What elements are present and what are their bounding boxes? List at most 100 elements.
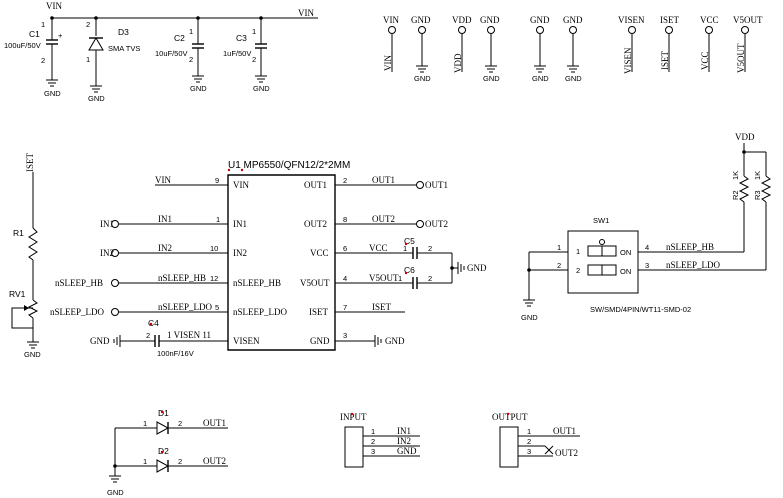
- svg-text:nSLEEP_HB: nSLEEP_HB: [666, 242, 714, 252]
- svg-text:nSLEEP_LDO: nSLEEP_LDO: [50, 307, 105, 317]
- svg-text:nSLEEP_HB: nSLEEP_HB: [233, 278, 281, 288]
- testpoint-gnd-2: GND GND: [480, 15, 500, 83]
- svg-text:IN2: IN2: [158, 243, 172, 253]
- vin-label-rail: VIN: [298, 8, 314, 18]
- svg-text:+: +: [58, 31, 63, 40]
- svg-text:OUT1: OUT1: [425, 180, 448, 190]
- svg-text:VISEN: VISEN: [233, 336, 260, 346]
- svg-text:ISET: ISET: [25, 153, 35, 173]
- svg-text:D2: D2: [158, 446, 169, 456]
- svg-text:ON: ON: [620, 248, 631, 257]
- svg-text:1: 1: [143, 419, 147, 428]
- svg-text:OUT2: OUT2: [203, 456, 226, 466]
- svg-text:nSLEEP_LDO: nSLEEP_LDO: [158, 302, 213, 312]
- svg-text:OUT1: OUT1: [304, 180, 327, 190]
- c2-ref: C2: [174, 33, 185, 43]
- testpoint-vdd: VDD VDD: [452, 15, 472, 73]
- testpoint-gnd-1: GND GND: [411, 15, 431, 83]
- svg-text:VIN: VIN: [233, 180, 249, 190]
- svg-text:GND: GND: [190, 84, 207, 93]
- svg-text:V5OUT: V5OUT: [736, 43, 746, 73]
- svg-text:GND: GND: [44, 89, 61, 98]
- svg-text:VCC: VCC: [700, 15, 719, 25]
- svg-text:5: 5: [215, 303, 219, 312]
- capacitor-c1: + 1 2 C1 100uF/50V: [4, 20, 63, 80]
- svg-text:VIN: VIN: [383, 15, 399, 25]
- svg-text:ISET: ISET: [660, 15, 680, 25]
- svg-text:GND: GND: [90, 336, 110, 346]
- svg-text:2: 2: [189, 55, 193, 64]
- svg-text:ISET: ISET: [660, 51, 670, 71]
- svg-text:8: 8: [343, 215, 347, 224]
- svg-text:OUT2: OUT2: [555, 448, 578, 458]
- svg-text:2: 2: [343, 176, 347, 185]
- svg-text:4: 4: [343, 274, 347, 283]
- svg-text:3: 3: [527, 447, 531, 456]
- svg-text:GND: GND: [483, 74, 500, 83]
- svg-text:GND: GND: [253, 84, 270, 93]
- testpoint-iset: ISET ISET: [660, 15, 680, 72]
- svg-text:12: 12: [210, 274, 218, 283]
- svg-text:IN2: IN2: [233, 248, 247, 258]
- svg-text:VIN: VIN: [155, 175, 171, 185]
- svg-text:VCC: VCC: [310, 248, 329, 258]
- svg-text:2: 2: [178, 419, 182, 428]
- svg-text:ISET: ISET: [309, 307, 329, 317]
- capacitor-c6: V5OUT 1 2 C6: [335, 265, 452, 289]
- svg-text:VISEN: VISEN: [623, 47, 633, 74]
- svg-text:SW/SMD/4PIN/WT11-SMD-02: SW/SMD/4PIN/WT11-SMD-02: [590, 305, 691, 314]
- ground-u1: GND: [335, 335, 405, 347]
- d3-ref: D3: [118, 27, 129, 37]
- c2-value: 10uF/50V: [155, 49, 188, 58]
- svg-text:GND: GND: [563, 15, 583, 25]
- testpoint-vcc: VCC VCC: [700, 15, 719, 72]
- ground-c5-c6: GND: [450, 253, 487, 283]
- svg-text:RV1: RV1: [9, 289, 26, 299]
- svg-text:nSLEEP_HB: nSLEEP_HB: [55, 278, 103, 288]
- c1-ref: C1: [29, 29, 40, 39]
- u1-title: U1 MP6550/QFN12/2*2MM: [228, 160, 350, 171]
- svg-text:2: 2: [178, 457, 182, 466]
- capacitor-c5: VCC 1 2 C5: [335, 236, 452, 259]
- svg-text:1: 1: [189, 27, 193, 36]
- svg-text:2: 2: [527, 437, 531, 446]
- ground-c4: GND: [90, 335, 130, 347]
- svg-text:7: 7: [343, 303, 347, 312]
- svg-text:1: 1: [398, 274, 402, 283]
- testpoint-visen: VISEN VISEN: [618, 15, 645, 74]
- svg-text:V5OUT: V5OUT: [300, 278, 330, 288]
- svg-text:1: 1: [143, 457, 147, 466]
- ground-c2: GND: [190, 76, 207, 93]
- svg-text:IN2: IN2: [397, 436, 411, 446]
- svg-text:IN1: IN1: [397, 426, 411, 436]
- svg-text:1K: 1K: [753, 171, 762, 180]
- svg-text:100nF/16V: 100nF/16V: [157, 349, 194, 358]
- ground-c1: GND: [44, 80, 61, 98]
- svg-text:9: 9: [215, 176, 219, 185]
- svg-text:ISET: ISET: [372, 302, 392, 312]
- capacitor-c4: 2 1 VISEN 11 C4 100nF/16V: [130, 318, 228, 358]
- svg-text:GND: GND: [467, 263, 487, 273]
- svg-text:VIN: VIN: [383, 55, 393, 71]
- test-points: VIN VIN GND GND VDD VDD GND: [383, 15, 763, 83]
- svg-text:ON: ON: [620, 267, 631, 276]
- svg-text:C6: C6: [404, 265, 415, 275]
- svg-text:2: 2: [557, 261, 561, 270]
- svg-text:1: 1: [576, 247, 580, 256]
- svg-text:GND: GND: [107, 488, 124, 497]
- svg-text:2: 2: [371, 437, 375, 446]
- svg-text:OUT2: OUT2: [372, 214, 395, 224]
- svg-text:GND: GND: [385, 336, 405, 346]
- svg-text:V5OUT: V5OUT: [369, 273, 399, 283]
- vin-label-top: VIN: [46, 1, 62, 11]
- svg-text:nSLEEP_HB: nSLEEP_HB: [158, 273, 206, 283]
- iset-network: ISET R1 RV1 GND: [9, 153, 41, 360]
- svg-text:2: 2: [41, 56, 45, 65]
- capacitor-c3: 1 2 C3 1uF/50V: [223, 16, 267, 76]
- svg-text:IN1: IN1: [158, 214, 172, 224]
- svg-text:GND: GND: [565, 74, 582, 83]
- svg-text:OUTPUT: OUTPUT: [492, 412, 528, 422]
- svg-text:1 VISEN 11: 1 VISEN 11: [167, 330, 211, 340]
- potentiometer-rv1: RV1: [9, 289, 37, 342]
- c1-value: 100uF/50V: [4, 41, 41, 50]
